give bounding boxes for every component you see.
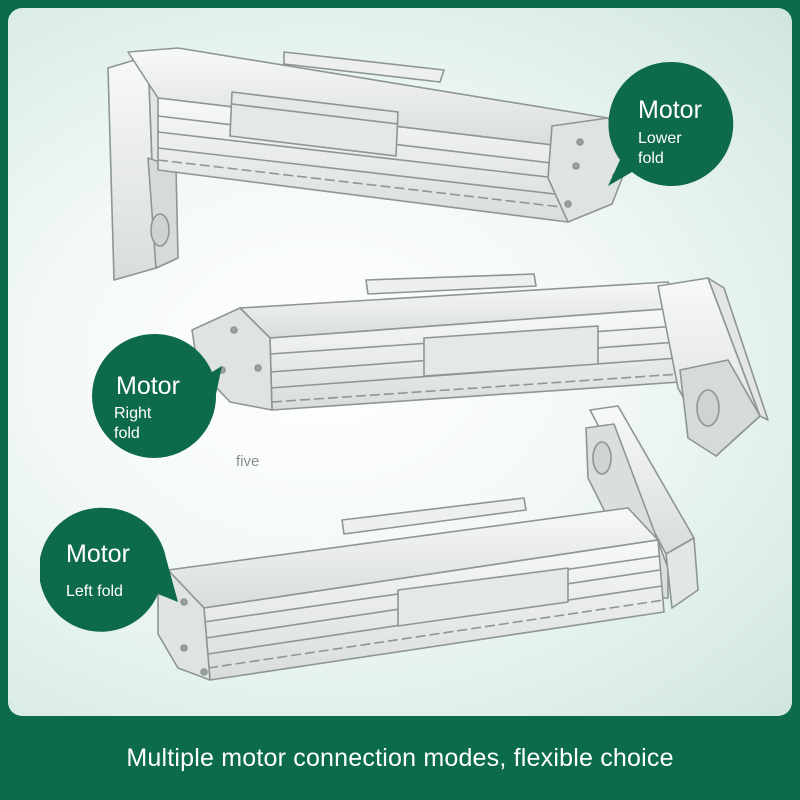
callout-subtitle: Right fold <box>114 405 152 442</box>
callout-title: Motor <box>116 372 180 400</box>
illustration-panel: Motor Lower fold Motor Right fold Motor … <box>8 8 792 716</box>
callout-left-fold: Motor Left fold <box>40 506 178 636</box>
callout-title: Motor <box>638 96 702 124</box>
rail-left-fold <box>157 405 699 681</box>
callout-right-fold: Motor Right fold <box>90 332 222 464</box>
speech-bubble-shape <box>92 333 222 458</box>
rail-lower-fold <box>107 47 631 281</box>
speech-bubble-shape <box>608 61 734 187</box>
caption-note: five <box>236 453 260 470</box>
callout-lower-fold: Motor Lower fold <box>606 60 740 194</box>
curtain-rail-illustration <box>107 47 769 681</box>
callout-subtitle: Left fold <box>66 583 123 600</box>
callout-subtitle: Lower fold <box>638 130 682 167</box>
footer-caption: Multiple motor connection modes, flexibl… <box>126 743 674 772</box>
speech-bubble-shape <box>40 507 178 632</box>
rail-right-fold <box>191 273 769 457</box>
callout-title: Motor <box>66 540 130 568</box>
